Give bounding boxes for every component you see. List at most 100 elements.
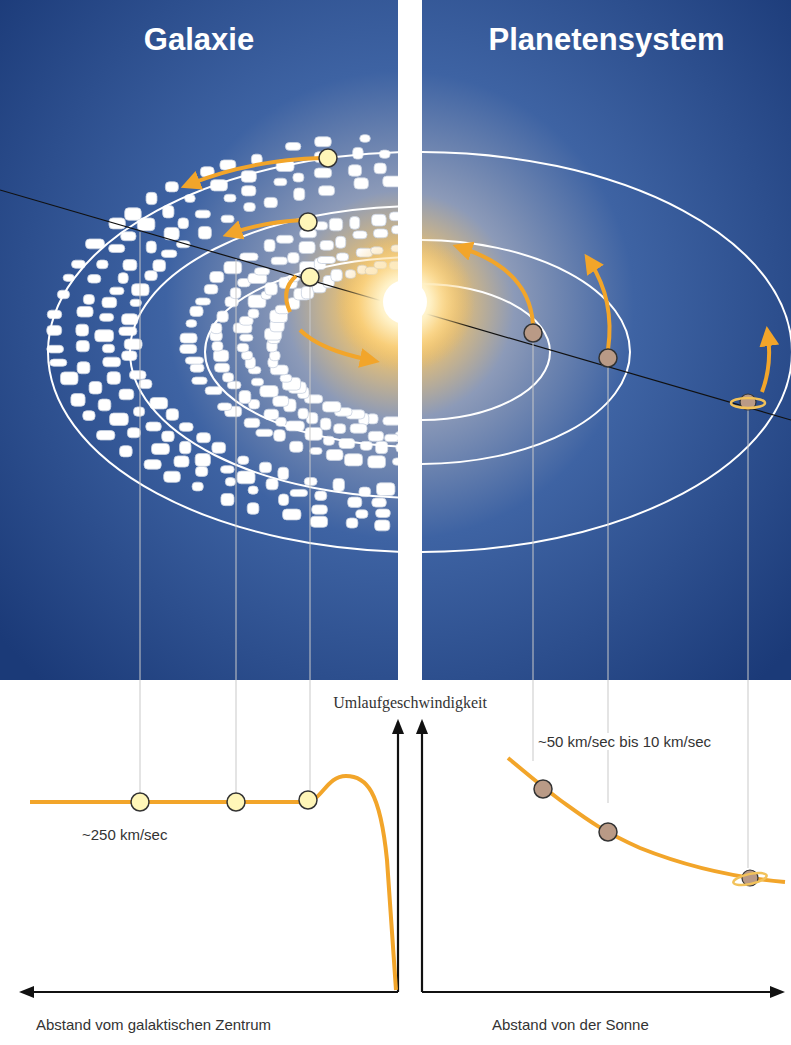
star-cloud — [221, 215, 234, 222]
star-cloud — [276, 235, 293, 243]
star-cloud — [396, 443, 398, 452]
star-cloud — [223, 373, 234, 382]
star-cloud — [134, 407, 145, 416]
star-cloud — [237, 343, 249, 352]
star-cloud — [238, 456, 249, 464]
star-cloud — [248, 309, 259, 318]
star-cloud — [109, 218, 125, 229]
star-cloud — [195, 454, 210, 467]
star-cloud — [283, 509, 301, 520]
star-cloud — [280, 374, 292, 382]
star-cloud — [314, 168, 331, 178]
panel-heading: Galaxie — [0, 22, 398, 58]
star-cloud — [215, 363, 230, 372]
star-cloud — [315, 491, 327, 500]
star-cloud — [274, 430, 286, 442]
star-cloud — [353, 231, 367, 239]
spiral-arms — [47, 129, 398, 537]
star-cloud — [221, 466, 235, 474]
galaxy-panel — [0, 0, 398, 680]
star-cloud — [260, 386, 278, 397]
star-cloud — [259, 462, 271, 473]
star-cloud — [221, 493, 234, 505]
value-label: ~250 km/sec — [80, 826, 169, 843]
star-cloud — [100, 313, 114, 321]
star-cloud — [190, 306, 203, 316]
star-cloud — [346, 518, 358, 528]
star-cloud — [224, 194, 236, 202]
star-cloud — [248, 486, 258, 494]
star-cloud — [198, 226, 211, 239]
star-cloud — [334, 424, 346, 434]
reference-line — [422, 190, 791, 420]
star-cloud — [124, 339, 142, 350]
star-cloud — [88, 275, 101, 284]
star-cloud — [317, 257, 335, 264]
star-cloud — [273, 396, 289, 406]
value-label: ~50 km/sec bis 10 km/sec — [536, 733, 713, 750]
star-cloud — [210, 272, 224, 283]
star-cloud — [254, 268, 269, 275]
panel: Galaxie — [0, 0, 398, 680]
star-cloud — [320, 418, 331, 430]
star-cloud — [270, 351, 281, 361]
star-cloud — [97, 260, 109, 269]
star-cloud — [350, 217, 360, 230]
star-cloud — [239, 391, 251, 404]
star-cloud — [356, 510, 368, 518]
star-cloud — [256, 429, 273, 436]
star-cloud — [293, 173, 304, 182]
star-cloud — [354, 178, 368, 189]
star-cloud — [384, 434, 398, 442]
saturn-icon — [731, 394, 765, 410]
star-cloud — [298, 408, 308, 419]
star-cloud — [102, 344, 114, 352]
star-cloud — [244, 203, 256, 212]
star-cloud — [197, 433, 211, 443]
star-cloud — [178, 218, 189, 229]
star-cloud — [192, 482, 203, 491]
star-cloud — [76, 341, 89, 352]
star-cloud — [266, 478, 278, 489]
star-cloud — [320, 240, 334, 250]
star-cloud — [139, 379, 152, 388]
star-cloud — [127, 428, 140, 438]
star-cloud — [180, 344, 197, 353]
star-cloud — [372, 214, 387, 226]
star-cloud — [153, 260, 166, 272]
star-cloud — [146, 422, 161, 431]
leader-lines — [140, 232, 748, 868]
orbit-arrows — [190, 158, 769, 392]
star-cloud — [213, 350, 228, 362]
star-cloud — [240, 334, 253, 341]
star-cloud — [376, 509, 391, 517]
star-cloud — [326, 449, 343, 460]
star-cloud — [195, 467, 207, 477]
star-cloud — [333, 478, 345, 491]
star-cloud — [144, 460, 161, 470]
star-cloud — [310, 447, 322, 454]
star-cloud — [301, 286, 313, 298]
velocity-curves — [30, 758, 785, 990]
star-cloud — [288, 253, 300, 264]
star-cloud — [195, 210, 210, 218]
star-cloud — [76, 324, 89, 336]
star-cloud — [322, 402, 341, 412]
star-cloud — [180, 441, 191, 454]
star-cloud — [304, 478, 317, 486]
axis-label: Abstand von der Sonne — [490, 1016, 651, 1033]
star-cloud — [299, 241, 315, 253]
planet-panel — [422, 0, 791, 680]
star-cloud — [368, 456, 386, 468]
star-cloud — [336, 253, 348, 261]
star-cloud — [244, 418, 260, 427]
star-cloud — [344, 454, 362, 466]
star-cloud — [77, 306, 93, 317]
star-cloud — [217, 311, 228, 322]
star-cloud — [212, 341, 223, 351]
axis-title: Umlaufgeschwindigkeit — [331, 694, 489, 712]
star-cloud — [204, 284, 218, 294]
star-cloud — [372, 498, 387, 507]
star-cloud — [179, 423, 193, 432]
star-cloud — [110, 413, 129, 425]
